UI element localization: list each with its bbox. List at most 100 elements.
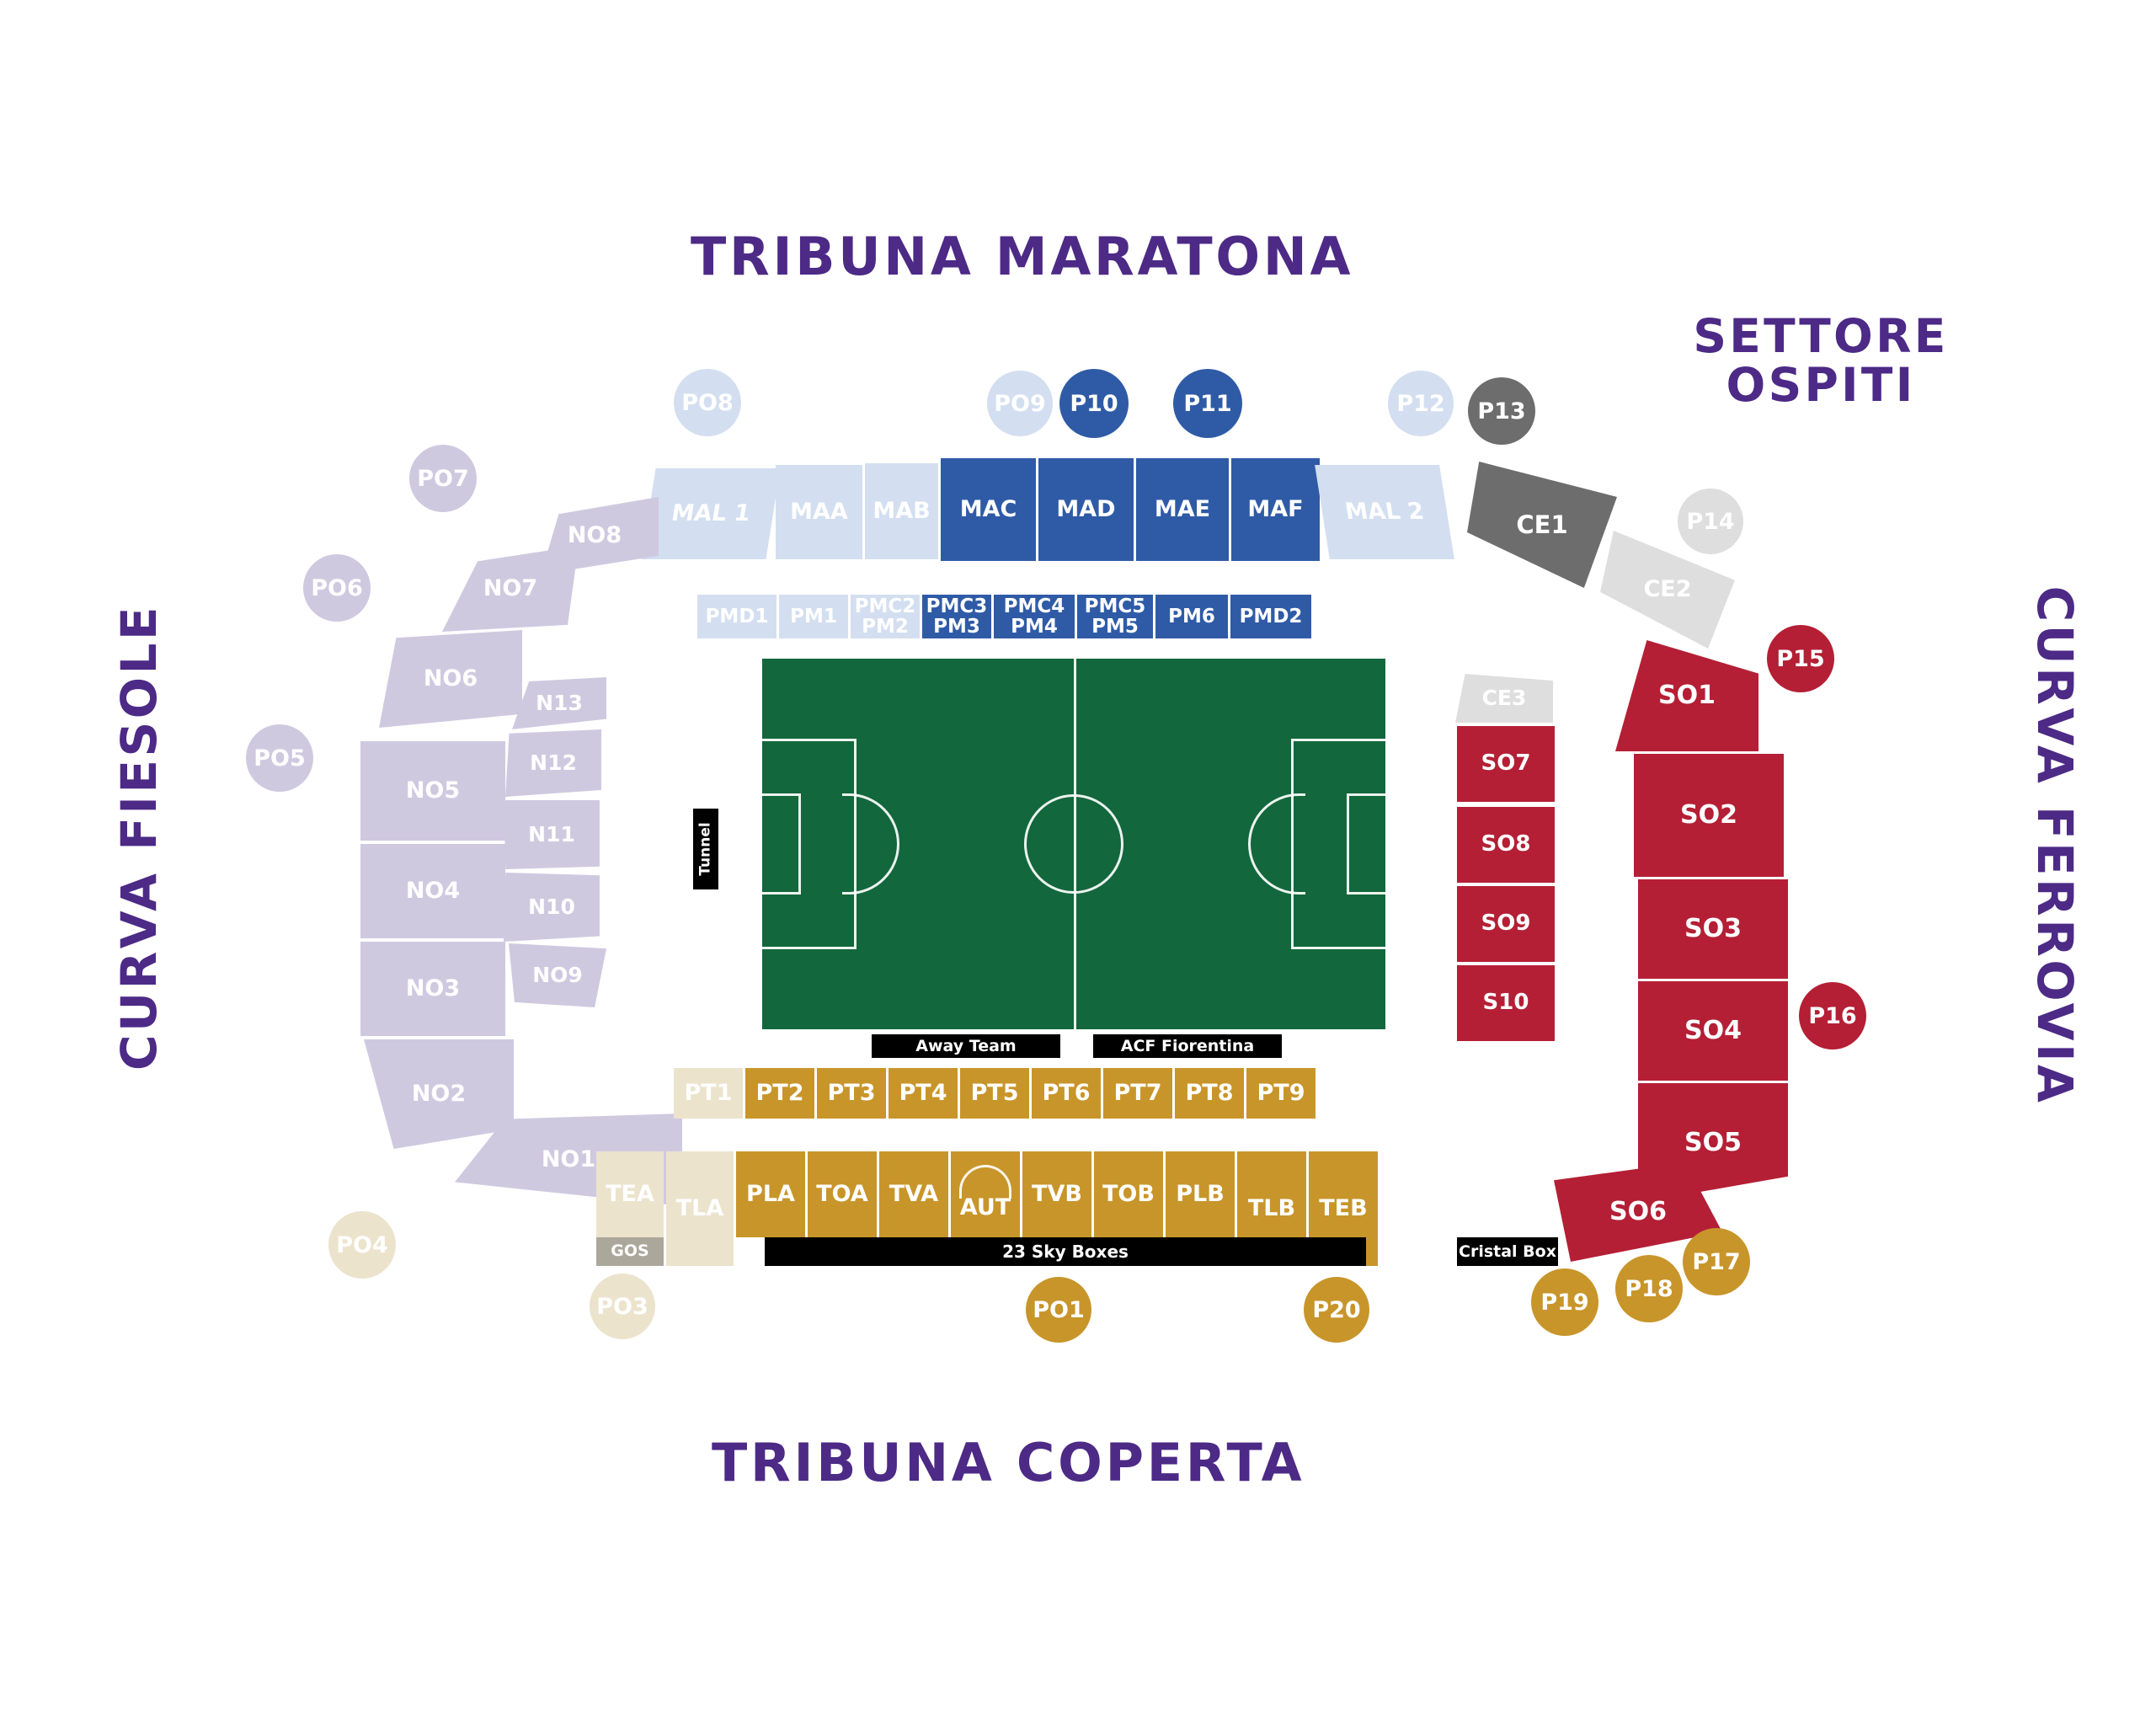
maratona-sector-maa[interactable]: MAA: [776, 465, 862, 559]
gate-marker-p10[interactable]: P10: [1059, 369, 1129, 438]
coperta-sector-pla[interactable]: PLA: [736, 1151, 805, 1237]
coperta-sector-pt7[interactable]: PT7: [1103, 1068, 1172, 1119]
gate-marker-p11[interactable]: P11: [1173, 369, 1242, 438]
sector-label: SO1: [1658, 681, 1716, 711]
coperta-sector-tvb[interactable]: TVB: [1022, 1151, 1091, 1237]
maratona-pm-sector-pmd1[interactable]: PMD1: [697, 595, 776, 638]
ferrovia-sector-so1[interactable]: SO1: [1615, 640, 1758, 751]
gate-marker-p20[interactable]: P20: [1304, 1277, 1369, 1343]
sector-label: TVB: [1032, 1180, 1082, 1207]
sector-label: NO4: [405, 877, 461, 904]
fiesole-sector-n13[interactable]: N13: [512, 677, 606, 729]
coperta-sector-pt6[interactable]: PT6: [1032, 1068, 1101, 1119]
ferrovia-sector-so9[interactable]: SO9: [1457, 886, 1555, 962]
gate-marker-po9[interactable]: PO9: [987, 371, 1053, 436]
maratona-sector-mal1[interactable]: MAL 1: [641, 468, 781, 559]
fiesole-sector-n10[interactable]: N10: [504, 873, 600, 942]
coperta-sector-tob[interactable]: TOB: [1094, 1151, 1163, 1237]
sector-label: TOB: [1102, 1180, 1155, 1207]
sector-label: PT9: [1257, 1079, 1305, 1106]
sector-label: TLA: [675, 1194, 724, 1221]
maratona-sector-maf[interactable]: MAF: [1231, 458, 1320, 561]
fiesole-sector-no7[interactable]: NO7: [442, 546, 579, 632]
sector-label-line2: PM5: [1091, 616, 1139, 638]
coperta-sector-pt1[interactable]: PT1: [674, 1068, 743, 1119]
sector-label: PLB: [1176, 1180, 1225, 1207]
sector-label-line1: PMD2: [1239, 605, 1303, 628]
maratona-sector-mab[interactable]: MAB: [865, 463, 938, 559]
fiesole-sector-no3[interactable]: NO3: [360, 942, 505, 1036]
ferrovia-sector-so4[interactable]: SO4: [1638, 981, 1788, 1081]
gate-label: P18: [1625, 1275, 1673, 1302]
gate-marker-p12[interactable]: P12: [1388, 371, 1454, 436]
gate-marker-po3[interactable]: PO3: [590, 1274, 655, 1339]
gate-marker-p17[interactable]: P17: [1683, 1228, 1750, 1295]
gate-label: P19: [1540, 1289, 1589, 1316]
coperta-sector-pt5[interactable]: PT5: [960, 1068, 1029, 1119]
fiesole-sector-no4[interactable]: NO4: [360, 844, 505, 938]
fiesole-sector-n12[interactable]: N12: [505, 729, 601, 797]
sector-label: CE3: [1481, 685, 1527, 710]
sector-label: SO8: [1481, 831, 1531, 857]
gate-marker-p15[interactable]: P15: [1767, 625, 1834, 692]
sector-label: PT6: [1042, 1079, 1091, 1106]
coperta-sector-plb[interactable]: PLB: [1166, 1151, 1235, 1237]
sector-label: PT7: [1113, 1079, 1162, 1106]
gate-marker-po7[interactable]: PO7: [409, 445, 477, 512]
gate-marker-p18[interactable]: P18: [1615, 1255, 1683, 1322]
fiesole-sector-no2[interactable]: NO2: [364, 1039, 514, 1149]
ferrovia-sector-so7[interactable]: SO7: [1457, 726, 1555, 802]
coperta-sector-toa[interactable]: TOA: [808, 1151, 877, 1237]
maratona-pm-sector-pm1[interactable]: PM1: [779, 595, 848, 638]
gate-marker-p13[interactable]: P13: [1468, 377, 1535, 445]
maratona-sector-mad[interactable]: MAD: [1038, 458, 1134, 561]
fiesole-sector-no6[interactable]: NO6: [379, 630, 522, 728]
sector-label: TOA: [816, 1180, 868, 1207]
ferrovia-sector-so3[interactable]: SO3: [1638, 879, 1788, 979]
heading-curva-fiesole: CURVA FIESOLE: [110, 603, 168, 1071]
gate-marker-po5[interactable]: PO5: [246, 724, 313, 792]
sector-label: TEB: [1319, 1194, 1368, 1221]
coperta-sector-tea[interactable]: TEA: [596, 1151, 664, 1237]
sector-label-line2: PM4: [1011, 616, 1058, 638]
coperta-sector-tla[interactable]: TLA: [666, 1151, 734, 1266]
coperta-sector-pt8[interactable]: PT8: [1175, 1068, 1244, 1119]
fiesole-sector-no9[interactable]: NO9: [509, 943, 606, 1007]
maratona-sector-mae[interactable]: MAE: [1136, 458, 1229, 561]
maratona-pm-sector-pmd2[interactable]: PMD2: [1230, 595, 1311, 638]
sector-label: MAL 1: [670, 499, 753, 526]
ospiti-sector-ce3[interactable]: CE3: [1455, 674, 1553, 723]
coperta-sector-pt9[interactable]: PT9: [1246, 1068, 1315, 1119]
maratona-sector-mac[interactable]: MAC: [941, 458, 1036, 561]
ferrovia-sector-so2[interactable]: SO2: [1634, 754, 1784, 877]
ferrovia-sector-so8[interactable]: SO8: [1457, 807, 1555, 883]
coperta-sector-pt4[interactable]: PT4: [889, 1068, 958, 1119]
gate-marker-po6[interactable]: PO6: [303, 554, 371, 622]
gate-marker-po1[interactable]: PO1: [1026, 1277, 1091, 1343]
gate-marker-p14[interactable]: P14: [1678, 489, 1743, 554]
gate-label: P20: [1312, 1296, 1361, 1323]
coperta-sector-tva[interactable]: TVA: [879, 1151, 948, 1237]
coperta-sector-pt2[interactable]: PT2: [745, 1068, 814, 1119]
sector-label: NO1: [541, 1146, 596, 1172]
ospiti-sector-ce1[interactable]: CE1: [1467, 462, 1617, 588]
gate-marker-p19[interactable]: P19: [1531, 1268, 1598, 1336]
gate-marker-po4[interactable]: PO4: [328, 1211, 396, 1279]
bench-home-team: ACF Fiorentina: [1093, 1034, 1282, 1058]
sector-label: PLA: [746, 1180, 795, 1207]
gate-marker-po8[interactable]: PO8: [674, 369, 741, 436]
coperta-sector-pt3[interactable]: PT3: [817, 1068, 886, 1119]
ferrovia-sector-s10[interactable]: S10: [1457, 965, 1555, 1041]
heading-settore-ospiti-line1: SETTORE: [1693, 309, 1949, 363]
fiesole-sector-n11[interactable]: N11: [504, 800, 600, 869]
fiesole-sector-no5[interactable]: NO5: [360, 741, 505, 841]
gate-marker-p16[interactable]: P16: [1799, 982, 1866, 1049]
maratona-sector-mal2[interactable]: MAL 2: [1315, 465, 1454, 559]
maratona-pm-sector-pm6[interactable]: PM6: [1155, 595, 1228, 638]
sector-label: NO3: [405, 975, 461, 1001]
coperta-sector-aut[interactable]: AUT: [951, 1151, 1020, 1237]
